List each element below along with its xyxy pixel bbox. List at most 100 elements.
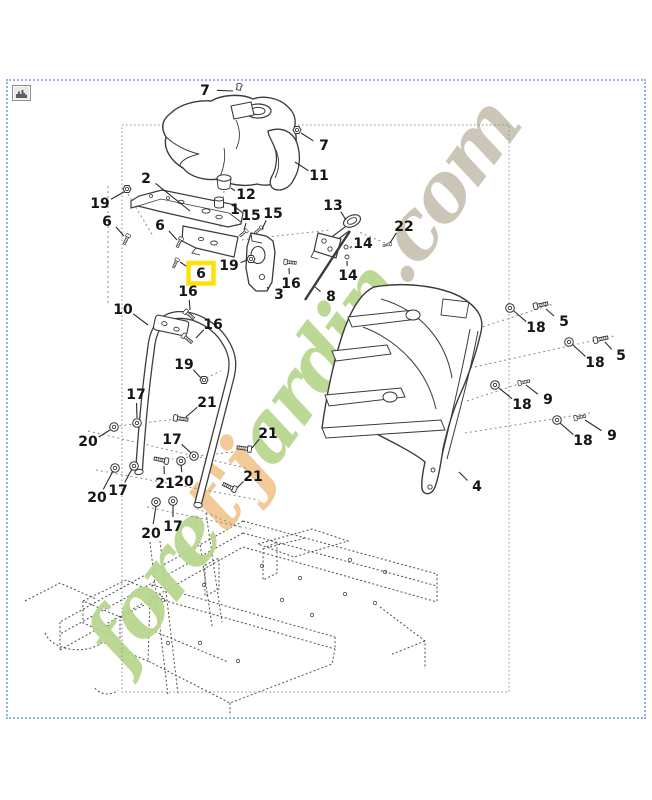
callout-leader-line: [300, 132, 314, 142]
callout-leader-line: [192, 369, 202, 379]
pin-14b: [344, 254, 350, 260]
washer-18-icon: [564, 337, 574, 347]
part-number-label: 6: [196, 266, 206, 282]
part-number-label: 17: [163, 519, 182, 535]
callout-leader-line: [124, 468, 133, 483]
image-placeholder-icon: [12, 85, 31, 101]
inner-dotted-box: [121, 124, 510, 693]
callout-leader-line: [168, 230, 178, 241]
callout-leader-line: [294, 161, 309, 172]
part-number-label: 7: [319, 138, 329, 154]
callout-leader-line: [266, 286, 270, 290]
part-number-label: 15: [263, 206, 282, 222]
part-number-label: 6: [155, 218, 165, 234]
fuel-tank-part: [162, 94, 297, 187]
screw-6-icon: [174, 235, 185, 249]
screw-5-icon: [592, 333, 609, 345]
callout-leader-line: [261, 220, 267, 230]
projection-lines: [87, 186, 615, 530]
callout-leader-line: [498, 387, 513, 400]
callout-leader-line: [559, 422, 574, 436]
washer-17-icon: [132, 418, 142, 428]
screw-6-icon: [171, 257, 181, 269]
part-number-label: 12: [236, 187, 255, 203]
part-number-label: 21: [258, 426, 277, 442]
part-number-label: 21: [243, 469, 262, 485]
washer-18-icon: [490, 380, 500, 390]
part-number-label: 21: [155, 476, 174, 492]
callout-leader-line: [389, 232, 397, 244]
nut-19-icon: [246, 255, 256, 263]
part-number-label: 2: [141, 171, 151, 187]
pin-14a: [343, 244, 349, 250]
callout-leader-line: [155, 182, 191, 212]
callout-leader-line: [132, 313, 149, 326]
product-image-frame: [6, 79, 646, 719]
callout-leader-line: [152, 505, 157, 525]
callout-leader-line: [525, 384, 539, 395]
part-number-label: 18: [526, 320, 545, 336]
callout-leader-line: [458, 471, 468, 481]
washer-17-icon: [129, 461, 139, 471]
callout-leader-line: [236, 481, 244, 489]
callout-leader-line: [243, 223, 247, 231]
washer-20-icon: [176, 456, 186, 466]
callout-leader-line: [251, 438, 260, 449]
nut-7-icon: [292, 126, 302, 134]
callout-leader-line: [185, 406, 198, 418]
part-number-label: 16: [281, 276, 300, 292]
tank-support-part: [267, 128, 301, 191]
callout-leader-line: [216, 89, 234, 92]
part-number-label: 20: [87, 490, 107, 506]
part-number-label: 18: [585, 355, 604, 371]
callout-leader-line: [545, 308, 555, 317]
callout-leader-line: [230, 187, 236, 192]
part-number-label: 6: [102, 214, 112, 230]
callout-leader-line: [349, 245, 353, 249]
washer-17-icon: [168, 496, 178, 506]
spacer-1-icon: [214, 196, 224, 209]
part-number-label: 18: [573, 433, 592, 449]
lower-bracket-plate: [181, 225, 239, 258]
rear-panel-part: [321, 284, 483, 495]
part-number-label: 9: [607, 428, 617, 444]
nut-19-icon: [122, 185, 132, 193]
part-number-label: 17: [162, 432, 181, 448]
part-number-label: 17: [126, 387, 145, 403]
callout-leader-line: [584, 419, 602, 432]
callout-leader-line: [240, 259, 248, 264]
part-number-label: 14: [353, 236, 373, 252]
chassis-ghost-frame: [24, 512, 438, 716]
part-number-label: 13: [323, 198, 342, 214]
cap-12-icon: [216, 174, 232, 191]
part-number-label: 9: [543, 392, 553, 408]
watermark-text: foret'jardin.com: [62, 81, 538, 687]
screw-9-icon: [517, 378, 531, 387]
washer-18-icon: [505, 303, 515, 313]
part-number-label: 19: [174, 357, 193, 373]
callout-leader-line: [98, 429, 111, 438]
callout-leader-line: [102, 470, 114, 490]
part-number-label: 10: [113, 302, 133, 318]
washer-20-icon: [110, 463, 120, 473]
part-number-label: 16: [203, 317, 222, 333]
callout-leader-line: [195, 329, 205, 339]
control-rod-part: [303, 230, 352, 301]
screw-15-icon: [253, 225, 264, 235]
control-lever-part: [310, 214, 362, 260]
callout-leader-line: [110, 191, 125, 200]
part-number-label: 20: [141, 526, 161, 542]
part-number-label: 16: [178, 284, 197, 300]
part-number-label: 20: [78, 434, 98, 450]
part-number-label: 11: [309, 168, 328, 184]
callout-leader-line: [135, 402, 138, 419]
screw-21-icon: [153, 454, 170, 466]
highlight-box: [186, 260, 216, 286]
part-number-label: 8: [326, 289, 336, 305]
callout-leader-line: [340, 211, 347, 221]
handlebar-part: [134, 310, 237, 509]
screw-16-icon: [283, 258, 297, 266]
